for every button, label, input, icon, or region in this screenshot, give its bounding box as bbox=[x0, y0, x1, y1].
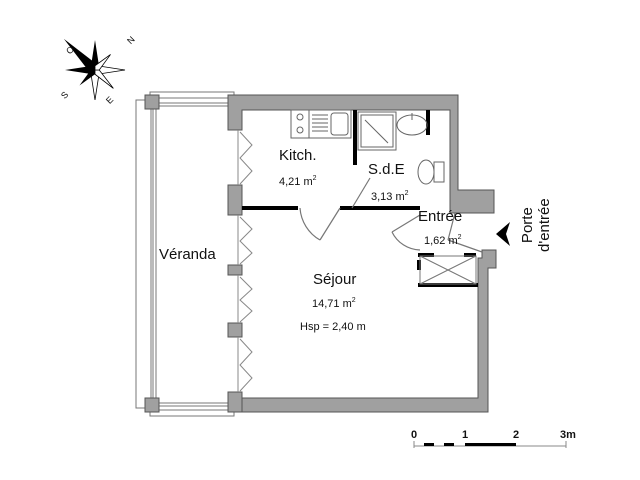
bathroom-name: S.d.E bbox=[368, 161, 405, 178]
scale-tick-2: 2 bbox=[513, 429, 520, 441]
bathroom-fixtures bbox=[357, 111, 445, 185]
bathroom-area: 3,13 m2 bbox=[371, 190, 409, 203]
closet bbox=[419, 255, 477, 285]
ceiling-height: Hsp = 2,40 m bbox=[300, 321, 366, 333]
scale-bar bbox=[413, 441, 567, 448]
scale-tick-3m: 3m bbox=[560, 429, 576, 441]
living-area: 14,71 m2 bbox=[312, 297, 356, 310]
kitchen-fixtures bbox=[290, 109, 352, 139]
doors bbox=[299, 177, 483, 253]
entrance-arrow-icon bbox=[496, 222, 510, 246]
scale-tick-0: 0 bbox=[411, 429, 418, 441]
living-name: Séjour bbox=[313, 271, 357, 288]
entry-area: 1,62 m2 bbox=[424, 234, 462, 247]
kitchen-name: Kitch. bbox=[279, 147, 317, 164]
exterior-walls bbox=[227, 94, 497, 413]
entry-name: Entrée bbox=[418, 208, 463, 225]
entrance-door-line1: Porte bbox=[519, 207, 536, 244]
left-facade-windows bbox=[237, 130, 253, 392]
kitchen-area: 4,21 m2 bbox=[279, 175, 317, 188]
interior-partitions bbox=[242, 110, 478, 287]
veranda-name: Véranda bbox=[159, 246, 216, 263]
entrance-door-line2: d'entrée bbox=[535, 198, 553, 252]
veranda-frame bbox=[135, 91, 235, 417]
veranda-posts bbox=[144, 94, 160, 413]
compass-rose-icon bbox=[63, 38, 126, 101]
entrance-door-label: Porte d'entrée bbox=[519, 198, 553, 252]
scale-tick-1: 1 bbox=[462, 429, 469, 441]
